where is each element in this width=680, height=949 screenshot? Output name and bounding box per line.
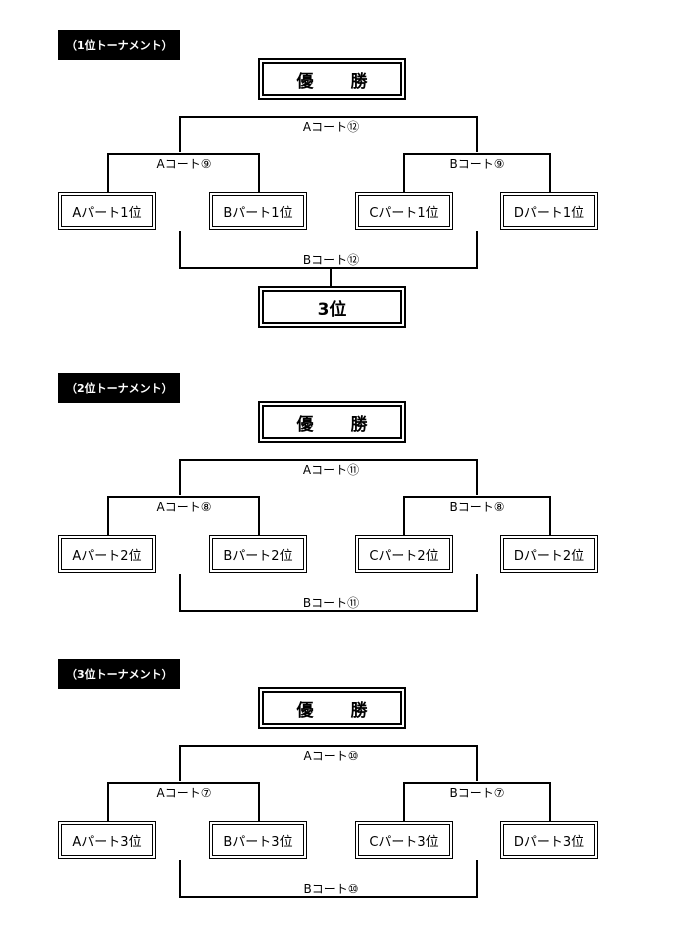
team-box-c: Cパート2位 <box>355 535 453 573</box>
final-court-label: Aコート⑫ <box>300 120 362 134</box>
bracket-lines <box>107 459 551 612</box>
team-box-d: Dパート3位 <box>500 821 598 859</box>
section-label: （1位トーナメント） <box>58 30 180 60</box>
semi-left-court-label: Aコート⑧ <box>154 500 214 514</box>
section-label: （2位トーナメント） <box>58 373 180 403</box>
winner-box: 優 勝 <box>258 401 406 443</box>
team-label: Aパート3位 <box>72 834 142 850</box>
team-label: Bパート1位 <box>223 205 293 221</box>
team-box-b: Bパート1位 <box>209 192 307 230</box>
third-court-label: Bコート⑪ <box>300 596 362 610</box>
team-box-c: Cパート3位 <box>355 821 453 859</box>
team-label: Dパート2位 <box>513 548 585 564</box>
semi-left-court-label: Aコート⑦ <box>154 786 214 800</box>
team-label: Dパート3位 <box>513 834 585 850</box>
team-box-c: Cパート1位 <box>355 192 453 230</box>
final-court-label: Aコート⑪ <box>300 463 362 477</box>
winner-text: 優 勝 <box>296 414 378 435</box>
third-court-label: Bコート⑫ <box>300 253 362 267</box>
winner-box: 優 勝 <box>258 58 406 100</box>
team-label: Cパート1位 <box>369 205 439 221</box>
bracket-lines <box>107 116 551 288</box>
bracket-lines <box>107 745 551 898</box>
tournament-1st-place: （1位トーナメント） 優 勝 Aコート⑫ Aコート⑨ Bコート⑨ Aパート1位 … <box>0 30 680 328</box>
team-box-a: Aパート1位 <box>58 192 156 230</box>
winner-box: 優 勝 <box>258 687 406 729</box>
team-label: Bパート3位 <box>223 834 293 850</box>
team-box-b: Bパート3位 <box>209 821 307 859</box>
team-box-b: Bパート2位 <box>209 535 307 573</box>
team-label: Dパート1位 <box>513 205 585 221</box>
third-court-label: Bコート⑩ <box>301 882 361 896</box>
team-box-a: Aパート2位 <box>58 535 156 573</box>
final-court-label: Aコート⑩ <box>301 749 361 763</box>
team-box-a: Aパート3位 <box>58 821 156 859</box>
tournament-3rd-place: （3位トーナメント） 優 勝 Aコート⑩ Aコート⑦ Bコート⑦ Aパート3位 … <box>0 659 680 949</box>
winner-text: 優 勝 <box>296 71 378 92</box>
team-box-d: Dパート1位 <box>500 192 598 230</box>
team-label: Aパート2位 <box>72 548 142 564</box>
tournament-2nd-place: （2位トーナメント） 優 勝 Aコート⑪ Aコート⑧ Bコート⑧ Aパート2位 … <box>0 373 680 663</box>
team-label: Bパート2位 <box>223 548 293 564</box>
winner-text: 優 勝 <box>296 700 378 721</box>
third-place-box: 3位 <box>258 286 406 328</box>
semi-right-court-label: Bコート⑦ <box>447 786 507 800</box>
team-label: Cパート3位 <box>369 834 439 850</box>
semi-right-court-label: Bコート⑨ <box>447 157 507 171</box>
team-label: Aパート1位 <box>72 205 142 221</box>
semi-right-court-label: Bコート⑧ <box>447 500 507 514</box>
semi-left-court-label: Aコート⑨ <box>154 157 214 171</box>
team-box-d: Dパート2位 <box>500 535 598 573</box>
team-label: Cパート2位 <box>369 548 439 564</box>
section-label: （3位トーナメント） <box>58 659 180 689</box>
third-place-text: 3位 <box>317 299 347 320</box>
